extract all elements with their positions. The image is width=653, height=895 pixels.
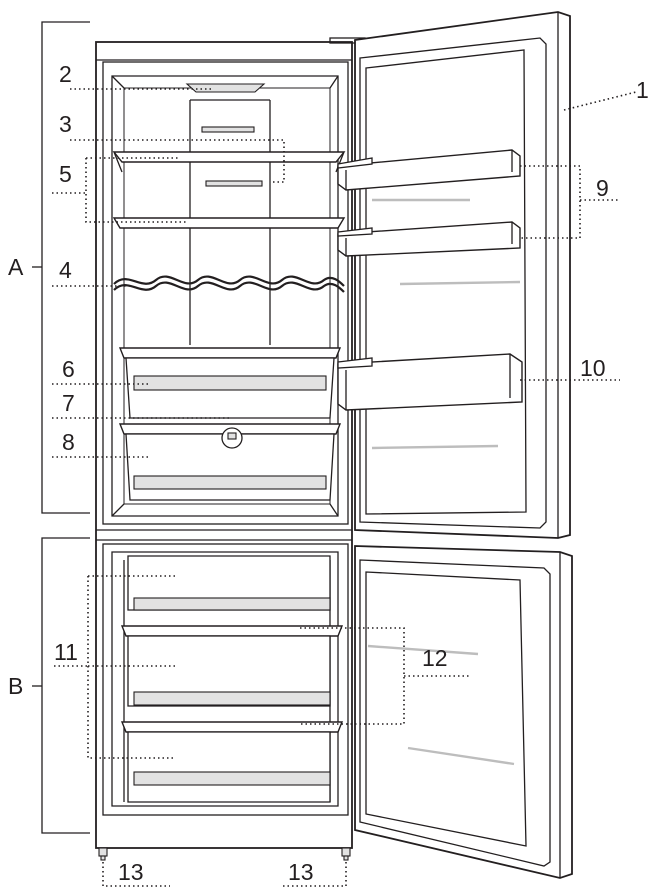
- door-shelf-middle: [337, 221, 521, 257]
- label-4: 4: [59, 257, 72, 283]
- bracket-fridge-compartment: [32, 21, 90, 514]
- adjustable-foot-right: [341, 847, 351, 861]
- label-12: 12: [422, 645, 448, 671]
- label-3: 3: [59, 111, 72, 137]
- label-6: 6: [62, 356, 75, 382]
- bracket-freezer-compartment: [32, 537, 90, 834]
- label-8: 8: [62, 429, 75, 455]
- door-bottle-shelf: [337, 353, 523, 411]
- label-5: 5: [59, 161, 72, 187]
- label-7: 7: [62, 390, 75, 416]
- adjustable-foot-left: [98, 847, 108, 861]
- freezer-drawer-bottom: [127, 731, 331, 803]
- wine-rack: [113, 275, 345, 293]
- label-1: 1: [636, 77, 649, 103]
- label-13-right: 13: [288, 859, 314, 885]
- door-shelf-upper: [337, 149, 521, 191]
- fridge-interior: [111, 75, 346, 517]
- label-section-a: A: [8, 254, 24, 280]
- crisper-drawer-lower: [118, 423, 342, 501]
- label-2: 2: [59, 61, 72, 87]
- crisper-drawer-upper: [118, 347, 342, 419]
- label-9: 9: [596, 175, 609, 201]
- label-section-b: B: [8, 673, 23, 699]
- glass-shelf-upper: [112, 151, 346, 173]
- glass-shelf-lower: [112, 217, 346, 229]
- freezer-drawer-middle: [120, 635, 344, 733]
- label-13-left: 13: [118, 859, 144, 885]
- interior-light: [185, 83, 266, 93]
- freezer-interior: [111, 551, 344, 807]
- label-11: 11: [54, 639, 78, 665]
- freezer-drawer-top: [120, 555, 344, 637]
- fridge-door: [337, 11, 571, 539]
- label-10: 10: [580, 355, 606, 381]
- freezer-door: [354, 545, 573, 879]
- callout-labels: A B 1 2 3 4 5 6 7 8 9 10 11 12 13 13: [8, 61, 649, 885]
- leader-lines: [52, 88, 637, 887]
